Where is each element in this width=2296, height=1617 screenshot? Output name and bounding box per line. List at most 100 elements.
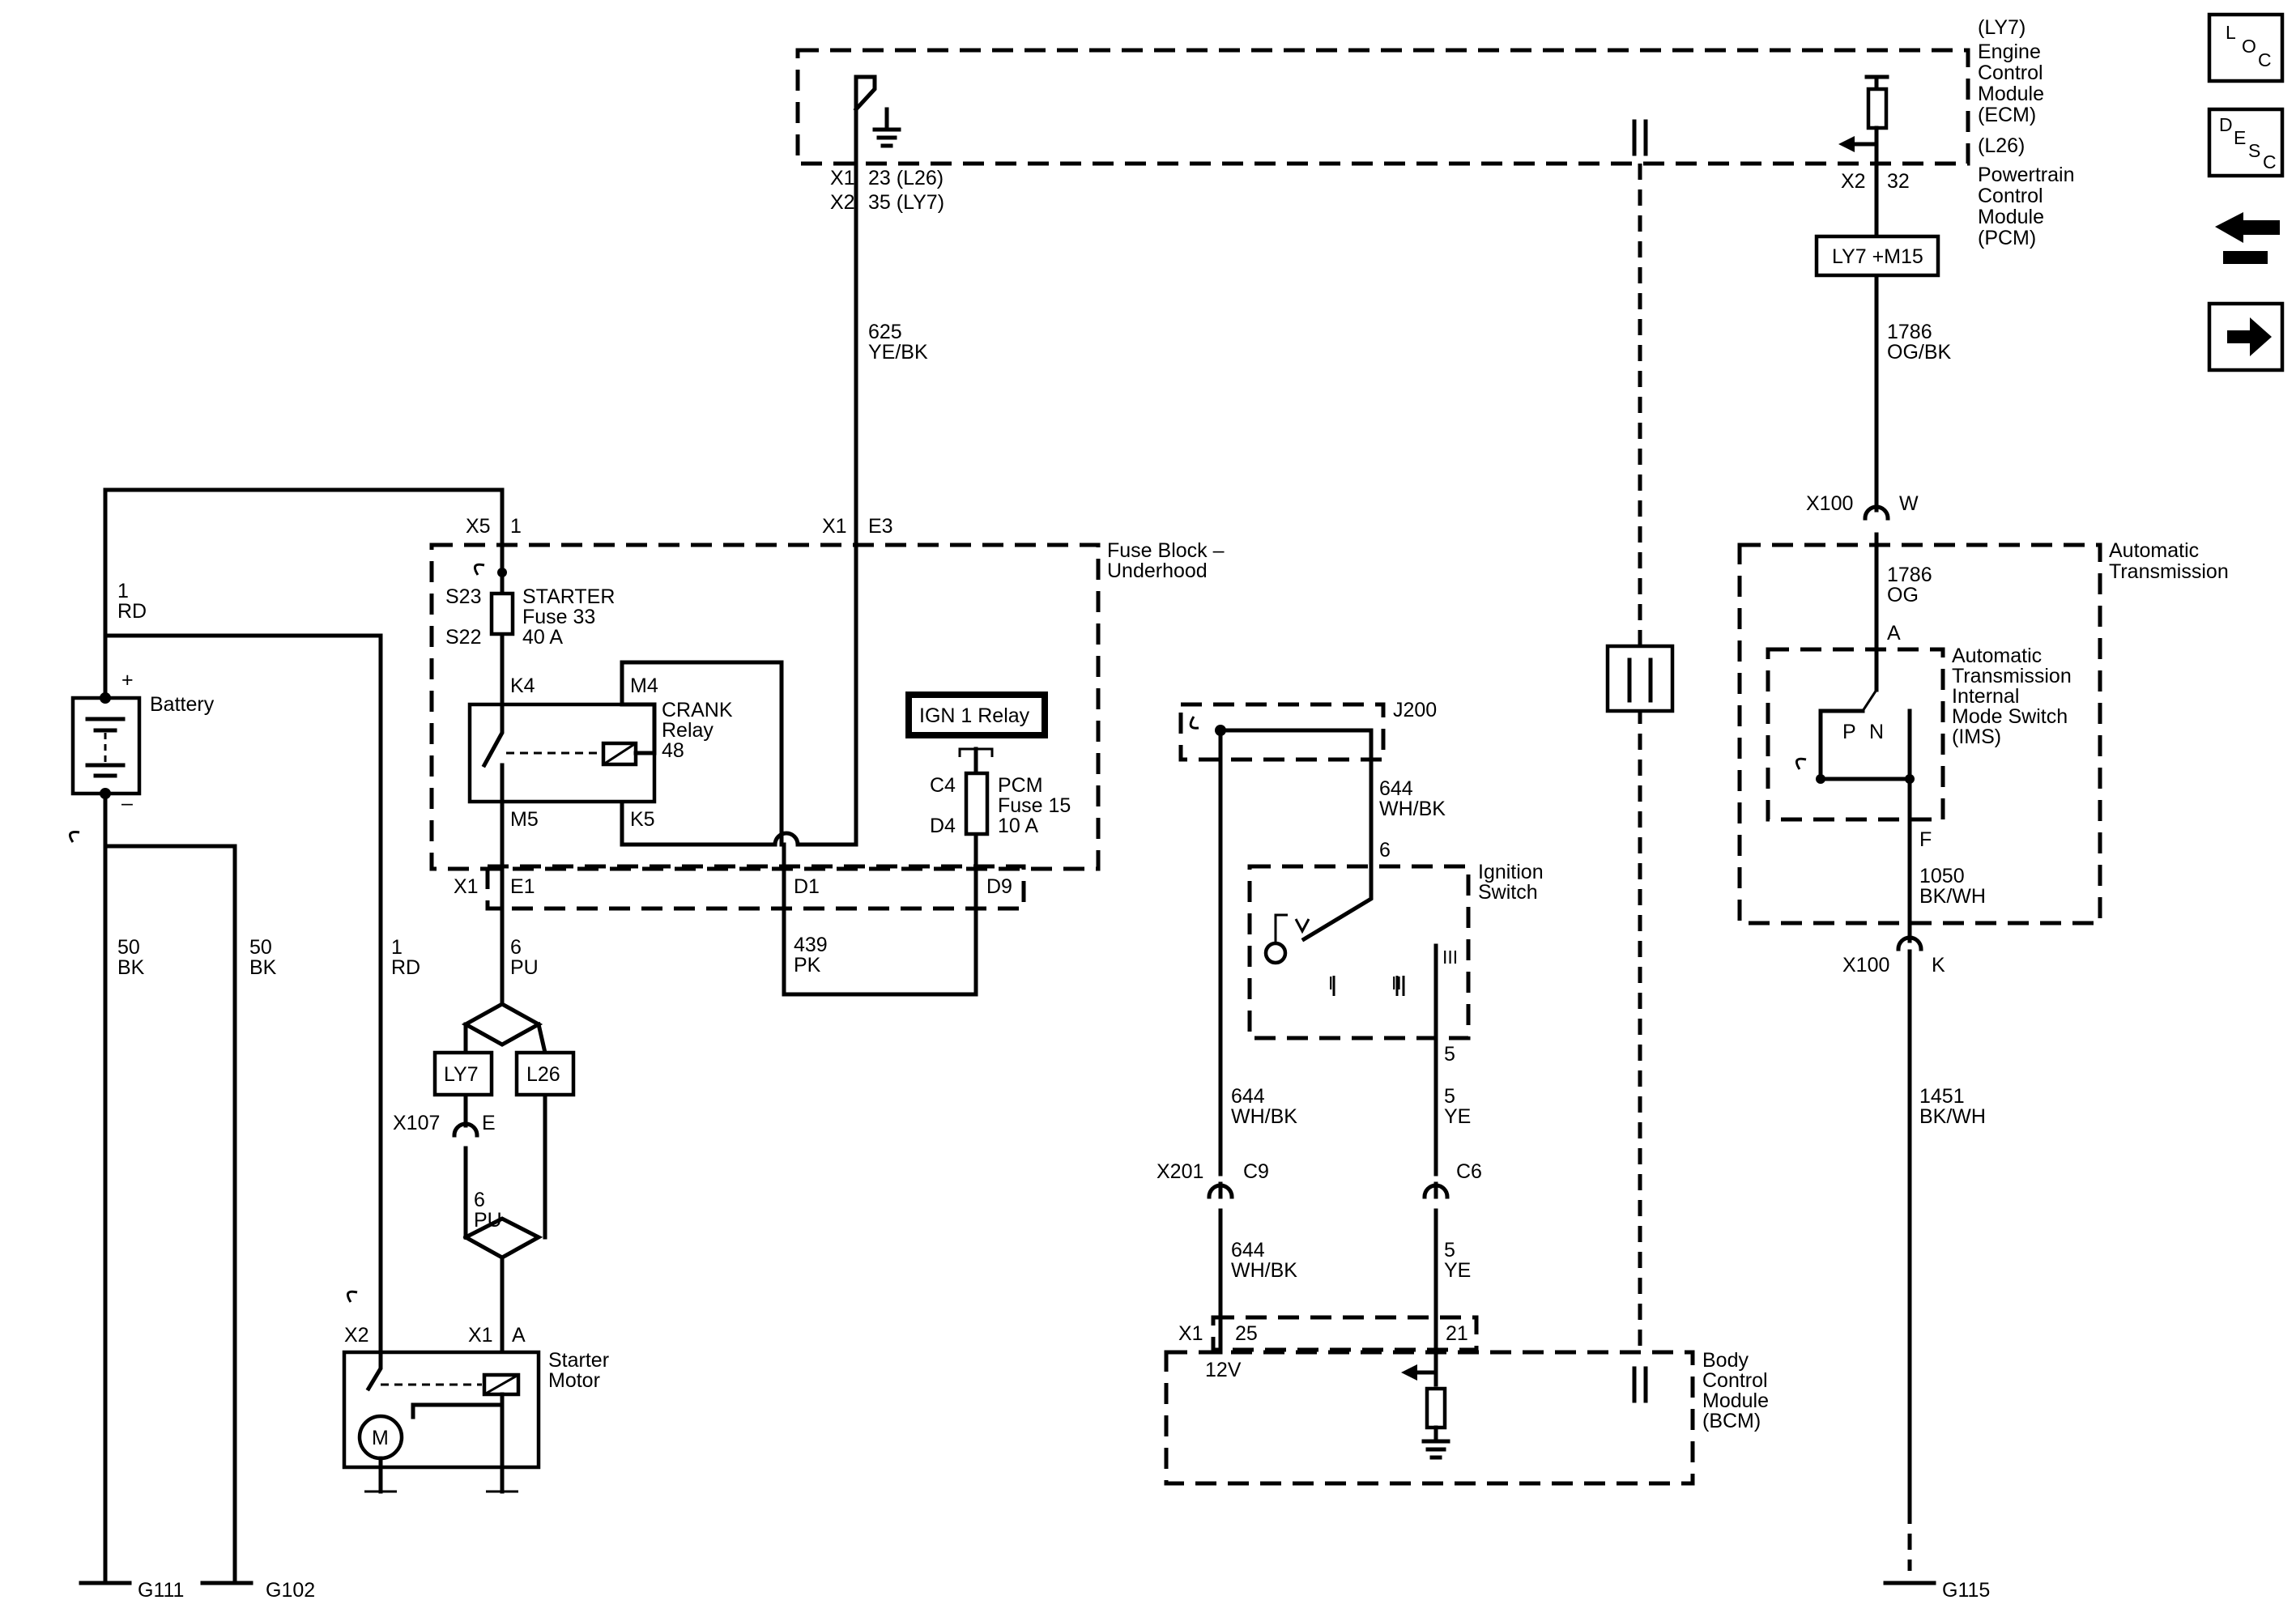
svg-text:C4: C4 [930,774,956,797]
svg-text:M5: M5 [510,808,539,831]
svg-text:5: 5 [1444,1085,1455,1108]
svg-text:WH/BK: WH/BK [1231,1259,1297,1282]
svg-text:1: 1 [391,936,403,959]
svg-text:1: 1 [117,580,129,602]
svg-text:Battery: Battery [150,693,215,716]
svg-text:BK: BK [249,956,277,979]
svg-text:Powertrain: Powertrain [1978,164,2075,186]
svg-text:L26: L26 [526,1063,560,1086]
j200-splice-pack [1178,702,1386,762]
svg-text:644: 644 [1231,1239,1265,1262]
svg-text:RD: RD [391,956,420,979]
svg-text:OG: OG [1887,584,1919,606]
side-icon-bar [2207,12,2285,372]
svg-text:Ignition: Ignition [1478,861,1544,883]
svg-text:P: P [1842,721,1856,743]
fuse-block-boundary [429,543,1101,871]
svg-text:PU: PU [510,956,539,979]
svg-text:–: – [121,792,133,815]
loc-icon[interactable] [2207,12,2285,83]
svg-text:II: II [1391,972,1402,994]
svg-text:D4: D4 [930,815,956,837]
option-box-ly7 [432,1050,494,1097]
desc-icon[interactable] [2207,107,2285,178]
svg-text:CRANK: CRANK [662,699,733,721]
svg-text:Automatic: Automatic [2109,539,2199,562]
svg-text:1050: 1050 [1919,865,1965,887]
svg-text:5: 5 [1444,1239,1455,1262]
fuse-block-connector-x1 [485,864,1026,911]
ignition-switch-contacts [1189,716,1405,996]
svg-text:BK/WH: BK/WH [1919,885,1986,908]
pcm-fuse-15 [964,771,990,836]
svg-text:5: 5 [1444,1043,1455,1066]
battery-symbol [68,692,142,843]
svg-text:E: E [2234,127,2246,148]
svg-text:W: W [1899,492,1919,515]
svg-text:D9: D9 [986,875,1012,898]
svg-text:X107: X107 [393,1112,440,1134]
svg-text:YE/BK: YE/BK [868,341,928,364]
connector-arcs [452,504,1923,1199]
option-box-l26 [514,1050,576,1097]
wires [103,74,1912,1585]
svg-text:(L26): (L26) [1978,134,2025,157]
svg-text:Control: Control [1702,1369,1768,1392]
svg-text:35 (LY7): 35 (LY7) [868,191,944,214]
svg-text:Internal: Internal [1952,685,2019,708]
svg-text:LY7 +M15: LY7 +M15 [1832,245,1923,268]
ign-1-relay[interactable] [905,691,1048,738]
svg-text:(IMS): (IMS) [1952,726,2001,748]
svg-text:PU: PU [474,1209,502,1232]
repair-icon[interactable] [2215,212,2280,264]
svg-text:X2: X2 [344,1324,369,1347]
svg-text:YE: YE [1444,1105,1471,1128]
svg-text:1786: 1786 [1887,564,1932,586]
svg-text:625: 625 [868,321,902,343]
svg-text:21: 21 [1446,1322,1468,1345]
svg-text:M: M [372,1427,389,1449]
svg-text:WH/BK: WH/BK [1231,1105,1297,1128]
svg-text:Motor: Motor [548,1369,600,1392]
svg-text:BK/WH: BK/WH [1919,1105,1986,1128]
svg-text:BK: BK [117,956,145,979]
svg-text:1451: 1451 [1919,1085,1965,1108]
svg-text:644: 644 [1231,1085,1265,1108]
svg-text:X1: X1 [454,875,479,898]
svg-text:12V: 12V [1205,1359,1242,1381]
svg-text:RD: RD [117,600,147,623]
svg-text:G115: G115 [1942,1579,1990,1602]
svg-text:Automatic: Automatic [1952,645,2042,667]
svg-text:M4: M4 [630,674,658,697]
svg-text:Transmission: Transmission [1952,665,2072,687]
svg-text:40 A: 40 A [522,626,563,649]
svg-text:X5: X5 [466,515,491,538]
svg-text:X100: X100 [1842,954,1889,977]
svg-text:25: 25 [1235,1322,1258,1345]
svg-text:Switch: Switch [1478,881,1538,904]
svg-text:C: C [2258,49,2272,70]
svg-text:YE: YE [1444,1259,1471,1282]
svg-text:K4: K4 [510,674,535,697]
svg-text:X2: X2 [830,191,855,214]
svg-text:6: 6 [474,1189,485,1211]
svg-text:10 A: 10 A [998,815,1038,837]
svg-text:IGN 1 Relay: IGN 1 Relay [919,704,1030,727]
svg-text:L: L [2226,22,2236,43]
svg-text:1786: 1786 [1887,321,1932,343]
svg-text:S: S [2248,140,2260,161]
svg-text:G102: G102 [266,1579,315,1602]
starter-fuse-33 [489,591,515,636]
svg-text:Control: Control [1978,62,2043,84]
svg-text:1: 1 [510,515,522,538]
svg-text:O: O [2242,36,2256,57]
ims-boundary [1766,647,1945,822]
svg-text:(ECM): (ECM) [1978,104,2036,126]
svg-text:S23: S23 [445,585,481,608]
svg-text:Starter: Starter [548,1349,609,1372]
svg-text:439: 439 [794,934,828,956]
svg-text:Module: Module [1702,1389,1769,1412]
ignition-switch-boundary [1247,864,1471,1040]
svg-text:X2: X2 [1841,170,1866,193]
